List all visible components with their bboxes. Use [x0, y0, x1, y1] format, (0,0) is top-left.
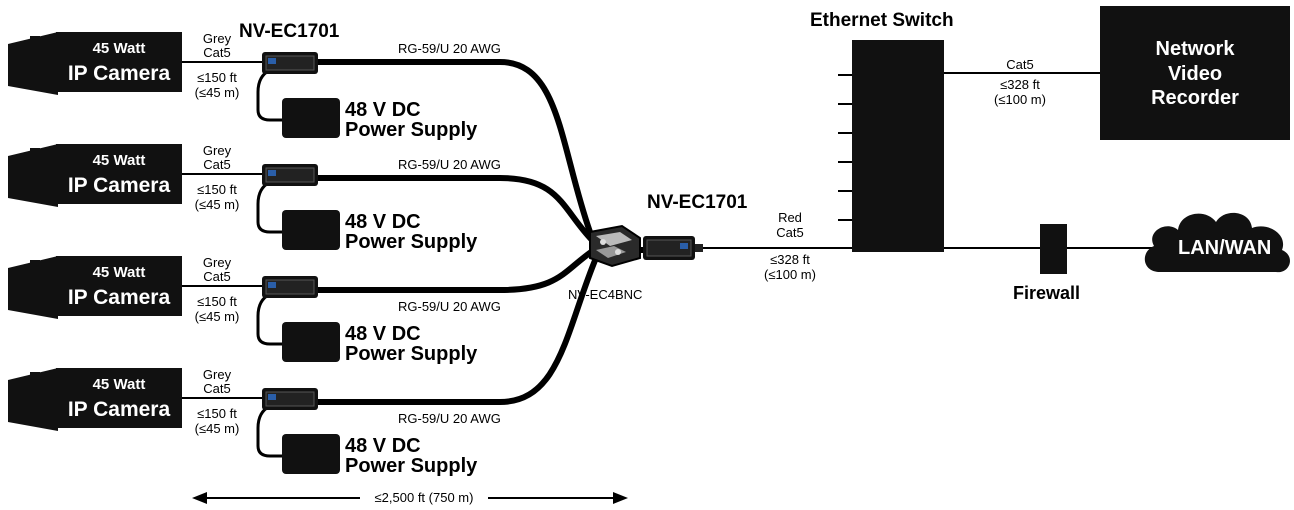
power-cable	[256, 68, 284, 122]
power-supply-line1: 48 V DC	[345, 435, 421, 457]
camera-watt-label: 45 Watt	[92, 376, 146, 393]
coax-label: RG-59/U 20 AWG	[398, 41, 501, 56]
nvr-cable-dist-m: (≤100 m)	[994, 92, 1046, 107]
grey-cable-type: Cat5	[203, 157, 231, 172]
cloud-icon	[1144, 212, 1290, 273]
red-cable-color: Red	[778, 210, 802, 225]
power-supply-line2: Power Supply	[345, 119, 478, 141]
camera-name-label: IP Camera	[67, 286, 171, 309]
span-arrow	[192, 492, 628, 504]
grey-cable-dist-ft: ≤150 ft	[197, 406, 237, 421]
coax-cable	[318, 256, 599, 405]
camera-watt-label: 45 Watt	[92, 264, 146, 281]
camera-name-label: IP Camera	[67, 174, 171, 197]
top-extender-label: NV-EC1701	[239, 21, 340, 42]
power-supply-line1: 48 V DC	[345, 211, 421, 233]
power-cable	[256, 292, 284, 346]
nvr-label: Network Video Recorder	[1100, 37, 1290, 111]
nvr-label-line3: Recorder	[1151, 87, 1239, 110]
camera-watt-label: 45 Watt	[92, 40, 146, 57]
power-supply-icon	[282, 98, 340, 138]
coax-label: RG-59/U 20 AWG	[398, 299, 501, 314]
center-extender-label: NV-EC1701	[647, 192, 748, 213]
nvr-label-line1: Network	[1155, 38, 1235, 60]
span-label: ≤2,500 ft (750 m)	[374, 490, 474, 505]
nvr-box	[1100, 6, 1290, 140]
grey-cable-dist-m: (≤45 m)	[194, 85, 240, 100]
camera-lens-icon	[8, 144, 58, 207]
camera-row	[8, 144, 595, 250]
splitter-label: NV-EC4BNC	[568, 287, 643, 302]
grey-cable-dist-ft: ≤150 ft	[197, 70, 237, 85]
nvr-cable-type: Cat5	[1006, 57, 1034, 72]
coax-label: RG-59/U 20 AWG	[398, 411, 501, 426]
ethernet-switch-icon	[852, 40, 944, 252]
power-cable	[256, 180, 284, 234]
camera-body-icon	[56, 256, 182, 316]
camera-row	[8, 256, 599, 474]
grey-cable-dist-ft: ≤150 ft	[197, 182, 237, 197]
camera-body-icon	[56, 144, 182, 204]
power-supply-line1: 48 V DC	[345, 99, 421, 121]
red-cable-type: Cat5	[776, 225, 804, 240]
lan-wan-label: LAN/WAN	[1178, 237, 1272, 259]
camera-lens-icon	[8, 32, 58, 95]
power-supply-line2: Power Supply	[345, 343, 478, 365]
firewall-icon	[1040, 224, 1067, 274]
camera-body-icon	[56, 368, 182, 428]
grey-cable-dist-m: (≤45 m)	[194, 197, 240, 212]
grey-cable-dist-m: (≤45 m)	[194, 309, 240, 324]
power-supply-icon	[282, 434, 340, 474]
camera-body-icon	[56, 32, 182, 92]
camera-row	[8, 247, 596, 362]
camera-name-label: IP Camera	[67, 398, 171, 421]
camera-name-label: IP Camera	[67, 62, 171, 85]
power-supply-icon	[282, 322, 340, 362]
coax-label: RG-59/U 20 AWG	[398, 157, 501, 172]
camera-watt-label: 45 Watt	[92, 152, 146, 169]
power-cable	[256, 404, 284, 458]
nvr-cable-dist-ft: ≤328 ft	[1000, 77, 1040, 92]
grey-cable-type: Cat5	[203, 269, 231, 284]
grey-cable-dist-ft: ≤150 ft	[197, 294, 237, 309]
power-supply-line2: Power Supply	[345, 231, 478, 253]
splitter-icon	[589, 224, 641, 268]
camera-lens-icon	[8, 256, 58, 319]
nvr-label-line2: Video	[1167, 62, 1223, 85]
switch-title: Ethernet Switch	[810, 10, 954, 31]
power-supply-line2: Power Supply	[345, 455, 478, 477]
grey-cable-dist-m: (≤45 m)	[194, 421, 240, 436]
coax-cable	[318, 59, 593, 233]
grey-cable-color: Grey	[202, 31, 232, 46]
switch-ports	[838, 74, 852, 221]
red-cable-dist-m: (≤100 m)	[764, 267, 816, 282]
coax-cable	[318, 175, 595, 243]
grey-cable-type: Cat5	[203, 381, 231, 396]
power-supply-icon	[282, 210, 340, 250]
camera-row	[8, 32, 593, 233]
grey-cable-color: Grey	[202, 255, 232, 270]
red-cable-dist-ft: ≤328 ft	[770, 252, 810, 267]
grey-cable-type: Cat5	[203, 45, 231, 60]
firewall-label: Firewall	[1013, 283, 1081, 303]
coax-cable	[318, 247, 596, 293]
grey-cable-color: Grey	[202, 367, 232, 382]
grey-cable-color: Grey	[202, 143, 232, 158]
power-supply-line1: 48 V DC	[345, 323, 421, 345]
camera-lens-icon	[8, 368, 58, 431]
